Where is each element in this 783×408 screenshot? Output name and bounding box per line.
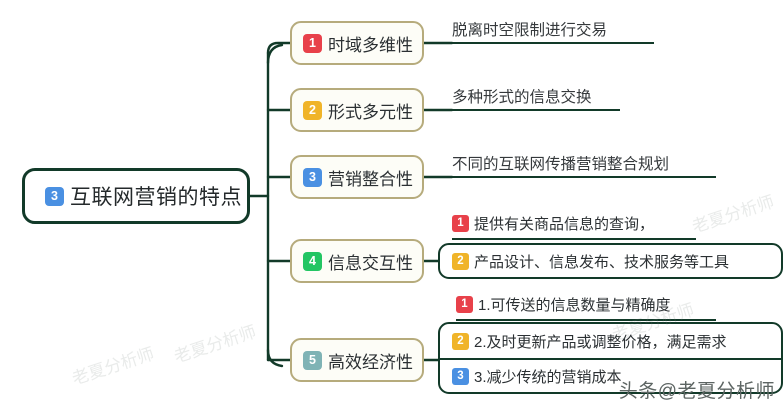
leaf-text: 1.可传送的信息数量与精确度 xyxy=(478,297,671,314)
branch-badge-2: 2 xyxy=(303,100,322,120)
leaf-badge: 1 xyxy=(452,215,469,232)
branch-label-1: 时域多维性 xyxy=(328,35,413,55)
leaf-3-1[interactable]: 不同的互联网传播营销整合规划 xyxy=(452,148,716,178)
root-badge: 3 xyxy=(45,186,64,206)
watermark-main: 头条@老夏分析师 xyxy=(618,381,775,402)
leaf-text: 多种形式的信息交换 xyxy=(452,89,592,106)
sub-group-5: 2 2.及时更新产品或调整价格，满足需求 3 3.减少传统的营销成本 xyxy=(438,322,783,394)
leaf-text: 产品设计、信息发布、技术服务等工具 xyxy=(474,253,730,271)
branch-badge-5: 5 xyxy=(303,350,322,370)
leaf-5-1[interactable]: 1 1.可传送的信息数量与精确度 xyxy=(456,292,716,321)
branch-node-5[interactable]: 5 高效经济性 xyxy=(290,338,424,382)
leaf-badge: 2 xyxy=(452,332,469,350)
leaf-text: 不同的互联网传播营销整合规划 xyxy=(452,156,670,173)
leaf-text: 提供有关商品信息的查询， xyxy=(474,216,655,233)
branch-badge-1: 1 xyxy=(303,33,322,53)
branch-label-4: 信息交互性 xyxy=(328,253,413,273)
branch-label-3: 营销整合性 xyxy=(328,169,413,189)
leaf-1-1[interactable]: 脱离时空限制进行交易 xyxy=(452,14,654,44)
leaf-badge: 1 xyxy=(456,296,473,313)
sub-group-4: 2 产品设计、信息发布、技术服务等工具 xyxy=(438,243,783,279)
watermark-faint-top: 老夏分析师 xyxy=(689,192,777,238)
branch-node-2[interactable]: 2 形式多元性 xyxy=(290,88,424,132)
leaf-text: 3.减少传统的营销成本 xyxy=(474,368,622,386)
branch-badge-4: 4 xyxy=(303,251,322,271)
branch-badge-3: 3 xyxy=(303,167,322,187)
branch-label-5: 高效经济性 xyxy=(328,352,413,372)
leaf-4-1[interactable]: 1 提供有关商品信息的查询， xyxy=(452,211,696,240)
leaf-badge: 2 xyxy=(452,252,469,270)
watermark-faint-mid: 老夏分析师 xyxy=(171,322,259,368)
leaf-5-2[interactable]: 2 2.及时更新产品或调整价格，满足需求 xyxy=(440,324,781,358)
root-label: 互联网营销的特点 xyxy=(70,186,242,209)
watermark-faint-left: 老夏分析师 xyxy=(69,344,157,390)
leaf-badge: 3 xyxy=(452,367,469,385)
leaf-2-1[interactable]: 多种形式的信息交换 xyxy=(452,81,620,111)
branch-label-2: 形式多元性 xyxy=(328,102,413,122)
leaf-text: 脱离时空限制进行交易 xyxy=(452,22,608,39)
leaf-5-3[interactable]: 3 3.减少传统的营销成本 xyxy=(440,358,781,392)
branch-node-1[interactable]: 1 时域多维性 xyxy=(290,21,424,65)
branch-node-4[interactable]: 4 信息交互性 xyxy=(290,239,424,283)
leaf-4-2[interactable]: 2 产品设计、信息发布、技术服务等工具 xyxy=(440,245,781,277)
leaf-text: 2.及时更新产品或调整价格，满足需求 xyxy=(474,333,727,351)
branch-node-3[interactable]: 3 营销整合性 xyxy=(290,155,424,199)
root-node[interactable]: 3 互联网营销的特点 xyxy=(22,168,250,224)
